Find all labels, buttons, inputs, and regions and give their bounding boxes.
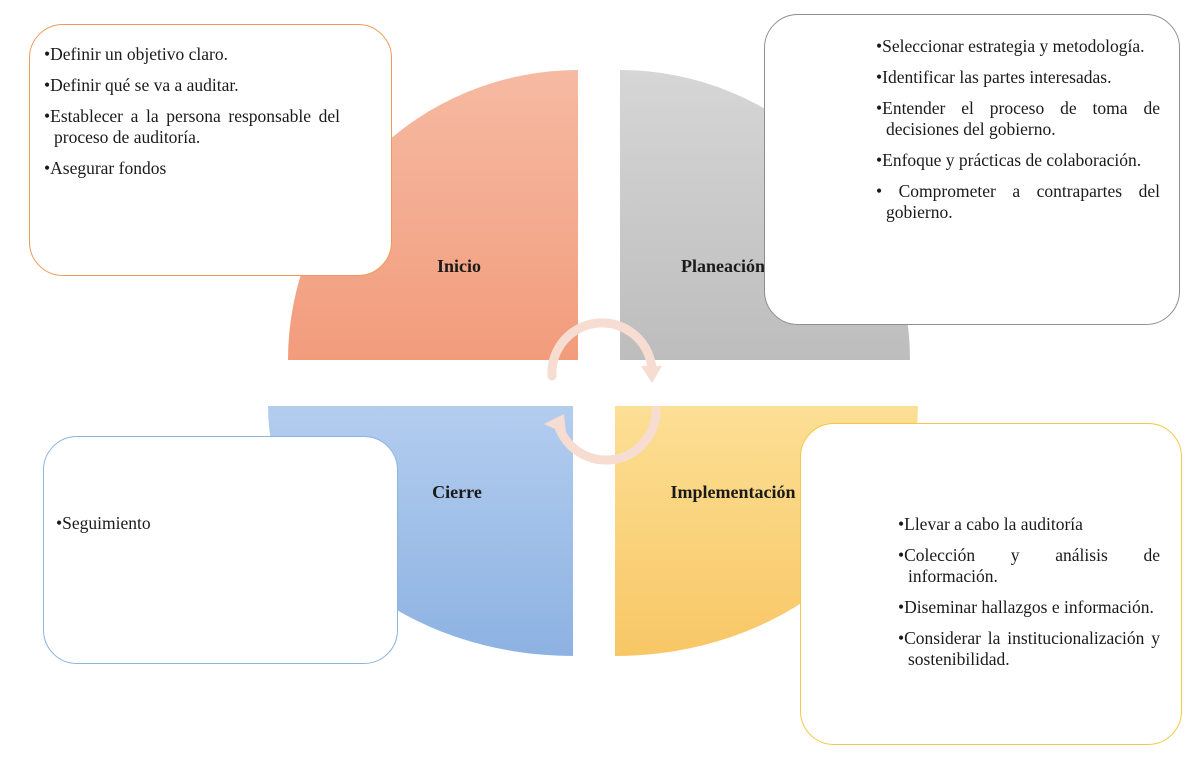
list-item: • Comprometer a contrapartes del gobiern… xyxy=(876,181,1160,222)
planeacion-label: Planeación xyxy=(681,256,765,276)
cierre-box xyxy=(43,436,398,664)
cierre-list: •Seguimiento xyxy=(56,513,356,544)
list-item: •Colección y análisis de información. xyxy=(898,545,1160,586)
cierre-label: Cierre xyxy=(432,482,482,502)
list-item: •Seguimiento xyxy=(56,513,151,533)
list-item: •Seleccionar estrategia y metodología. xyxy=(876,36,1145,56)
planeacion-list: •Seleccionar estrategia y metodología. •… xyxy=(876,36,1160,233)
cycle-arrowhead-right-icon xyxy=(641,366,662,383)
list-item: •Diseminar hallazgos e información. xyxy=(898,597,1154,617)
cycle-arrowhead-left-icon xyxy=(544,414,566,434)
list-item: •Asegurar fondos xyxy=(44,158,167,178)
cycle-arrows-icon xyxy=(547,318,661,465)
planeacion-box xyxy=(764,14,1180,325)
list-item: •Definir qué se va a auditar. xyxy=(44,75,239,95)
list-item: •Enfoque y prácticas de colaboración. xyxy=(876,150,1142,170)
list-item: •Considerar la institucionalización y so… xyxy=(898,628,1160,669)
implementacion-label: Implementación xyxy=(671,482,796,502)
inicio-box xyxy=(29,24,392,276)
list-item: •Identificar las partes interesadas. xyxy=(876,67,1112,87)
list-item: •Definir un objetivo claro. xyxy=(44,44,228,64)
list-item: •Llevar a cabo la auditoría xyxy=(898,514,1083,534)
inicio-label: Inicio xyxy=(437,256,481,276)
implementacion-box xyxy=(800,423,1182,745)
inicio-segment xyxy=(288,70,578,360)
list-item: •Establecer a la persona responsable del… xyxy=(44,106,340,147)
list-item: •Entender el proceso de toma de decision… xyxy=(876,98,1160,139)
inicio-list: •Definir un objetivo claro. •Definir qué… xyxy=(44,44,340,189)
implementacion-list: •Llevar a cabo la auditoría •Colección y… xyxy=(898,514,1160,680)
